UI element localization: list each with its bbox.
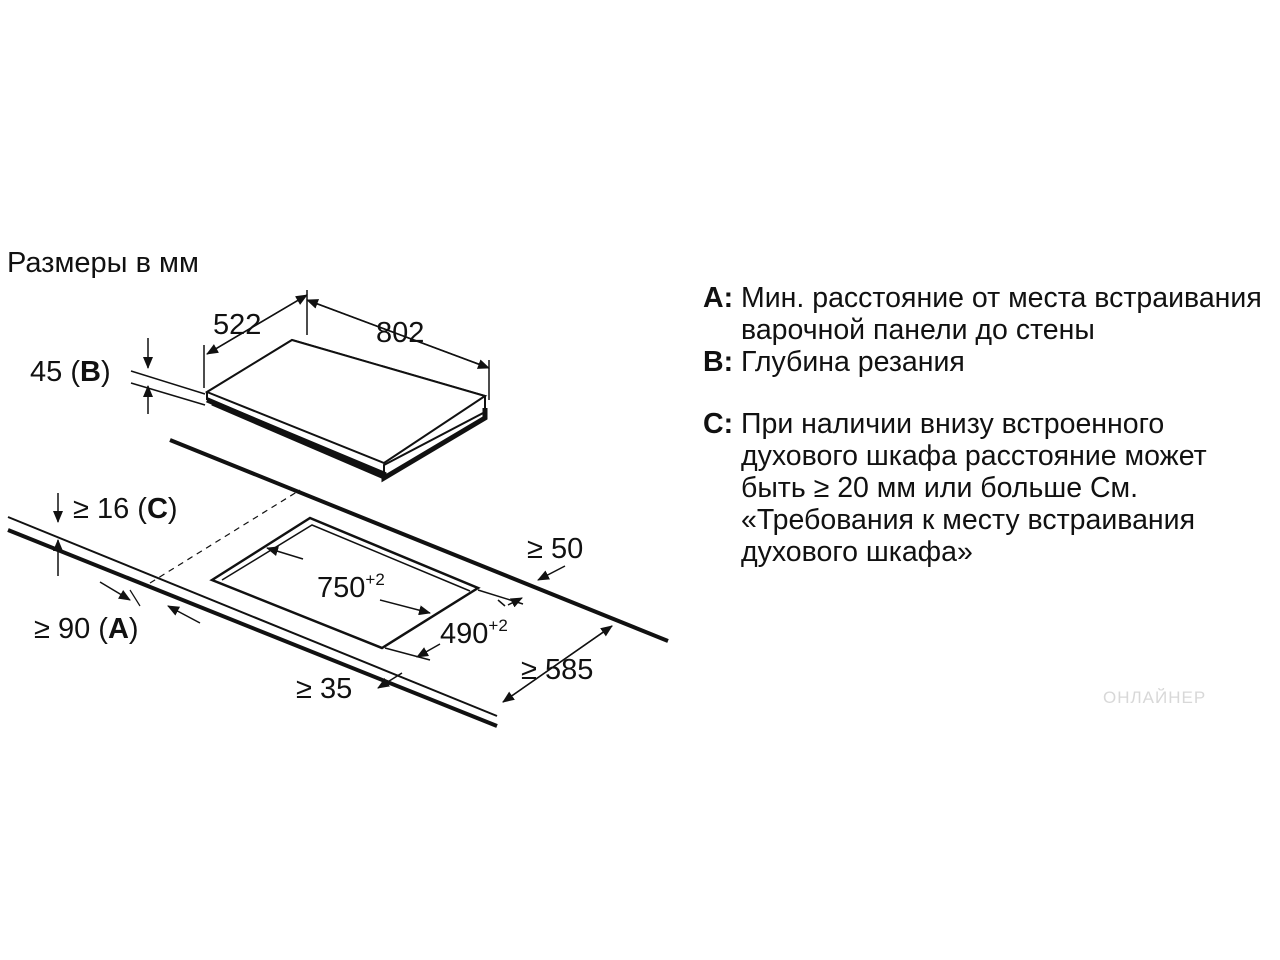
- legend-text-a: Мин. расстояние от места встраивания вар…: [741, 282, 1262, 346]
- svg-text:45 (B): 45 (B): [30, 356, 111, 388]
- dim-worktop-depth: ≥ 585: [502, 625, 613, 703]
- label-above-gap-letter: C: [147, 493, 168, 525]
- label-worktop-depth: ≥ 585: [521, 654, 593, 686]
- label-hob-width: 802: [376, 317, 424, 349]
- dim-hob-depth: 522: [203, 290, 308, 388]
- legend-item-b: B: Глубина резания: [703, 346, 1273, 378]
- label-cutout-depth: 490: [440, 618, 488, 650]
- label-hob-height-letter: B: [80, 356, 101, 388]
- legend-key-b: B:: [703, 346, 734, 378]
- label-front-min-letter: A: [108, 613, 129, 645]
- label-cutout-depth-tol: +2: [488, 616, 507, 635]
- hob-panel: [204, 338, 488, 483]
- legend-text-b: Глубина резания: [741, 346, 965, 378]
- label-hob-height: 45: [30, 356, 62, 388]
- dim-hob-height: 45 (B): [30, 338, 206, 414]
- dim-cutout-width: 750+2: [266, 546, 431, 616]
- label-front-min: ≥ 90: [34, 613, 90, 645]
- svg-text:490+2: 490+2: [440, 616, 508, 650]
- diagram-title: Размеры в мм: [7, 247, 199, 279]
- dim-above-gap: ≥ 16 (C): [53, 493, 178, 576]
- legend-key-a: A:: [703, 282, 734, 314]
- legend-item-a: A: Мин. расстояние от места встраивания …: [703, 282, 1273, 346]
- legend-text-c: При наличии внизу встроенного духового ш…: [741, 408, 1207, 568]
- dim-front-min: ≥ 90 (A): [34, 581, 201, 645]
- svg-text:≥ 16 (C): ≥ 16 (C): [73, 493, 178, 525]
- watermark: ОНЛАЙНЕР: [1103, 688, 1207, 707]
- legend: A: Мин. расстояние от места встраивания …: [703, 282, 1273, 568]
- svg-text:≥ 90 (A): ≥ 90 (A): [34, 613, 139, 645]
- label-hob-depth: 522: [213, 309, 261, 341]
- legend-key-c: C:: [703, 408, 734, 440]
- label-side-min: ≥ 35: [296, 673, 352, 705]
- label-back-min: ≥ 50: [527, 533, 583, 565]
- dim-hob-width: 802: [306, 299, 490, 400]
- label-above-gap: ≥ 16: [73, 493, 129, 525]
- label-cutout-width-tol: +2: [365, 570, 384, 589]
- dim-cutout-depth: 490+2: [384, 589, 524, 661]
- dim-side-min: ≥ 35: [296, 672, 403, 705]
- legend-item-c: C: При наличии внизу встроенного духовог…: [703, 408, 1273, 568]
- worktop: [7, 438, 669, 728]
- dim-back-min: ≥ 50: [527, 533, 583, 581]
- label-cutout-width: 750: [317, 572, 365, 604]
- svg-text:750+2: 750+2: [317, 570, 385, 604]
